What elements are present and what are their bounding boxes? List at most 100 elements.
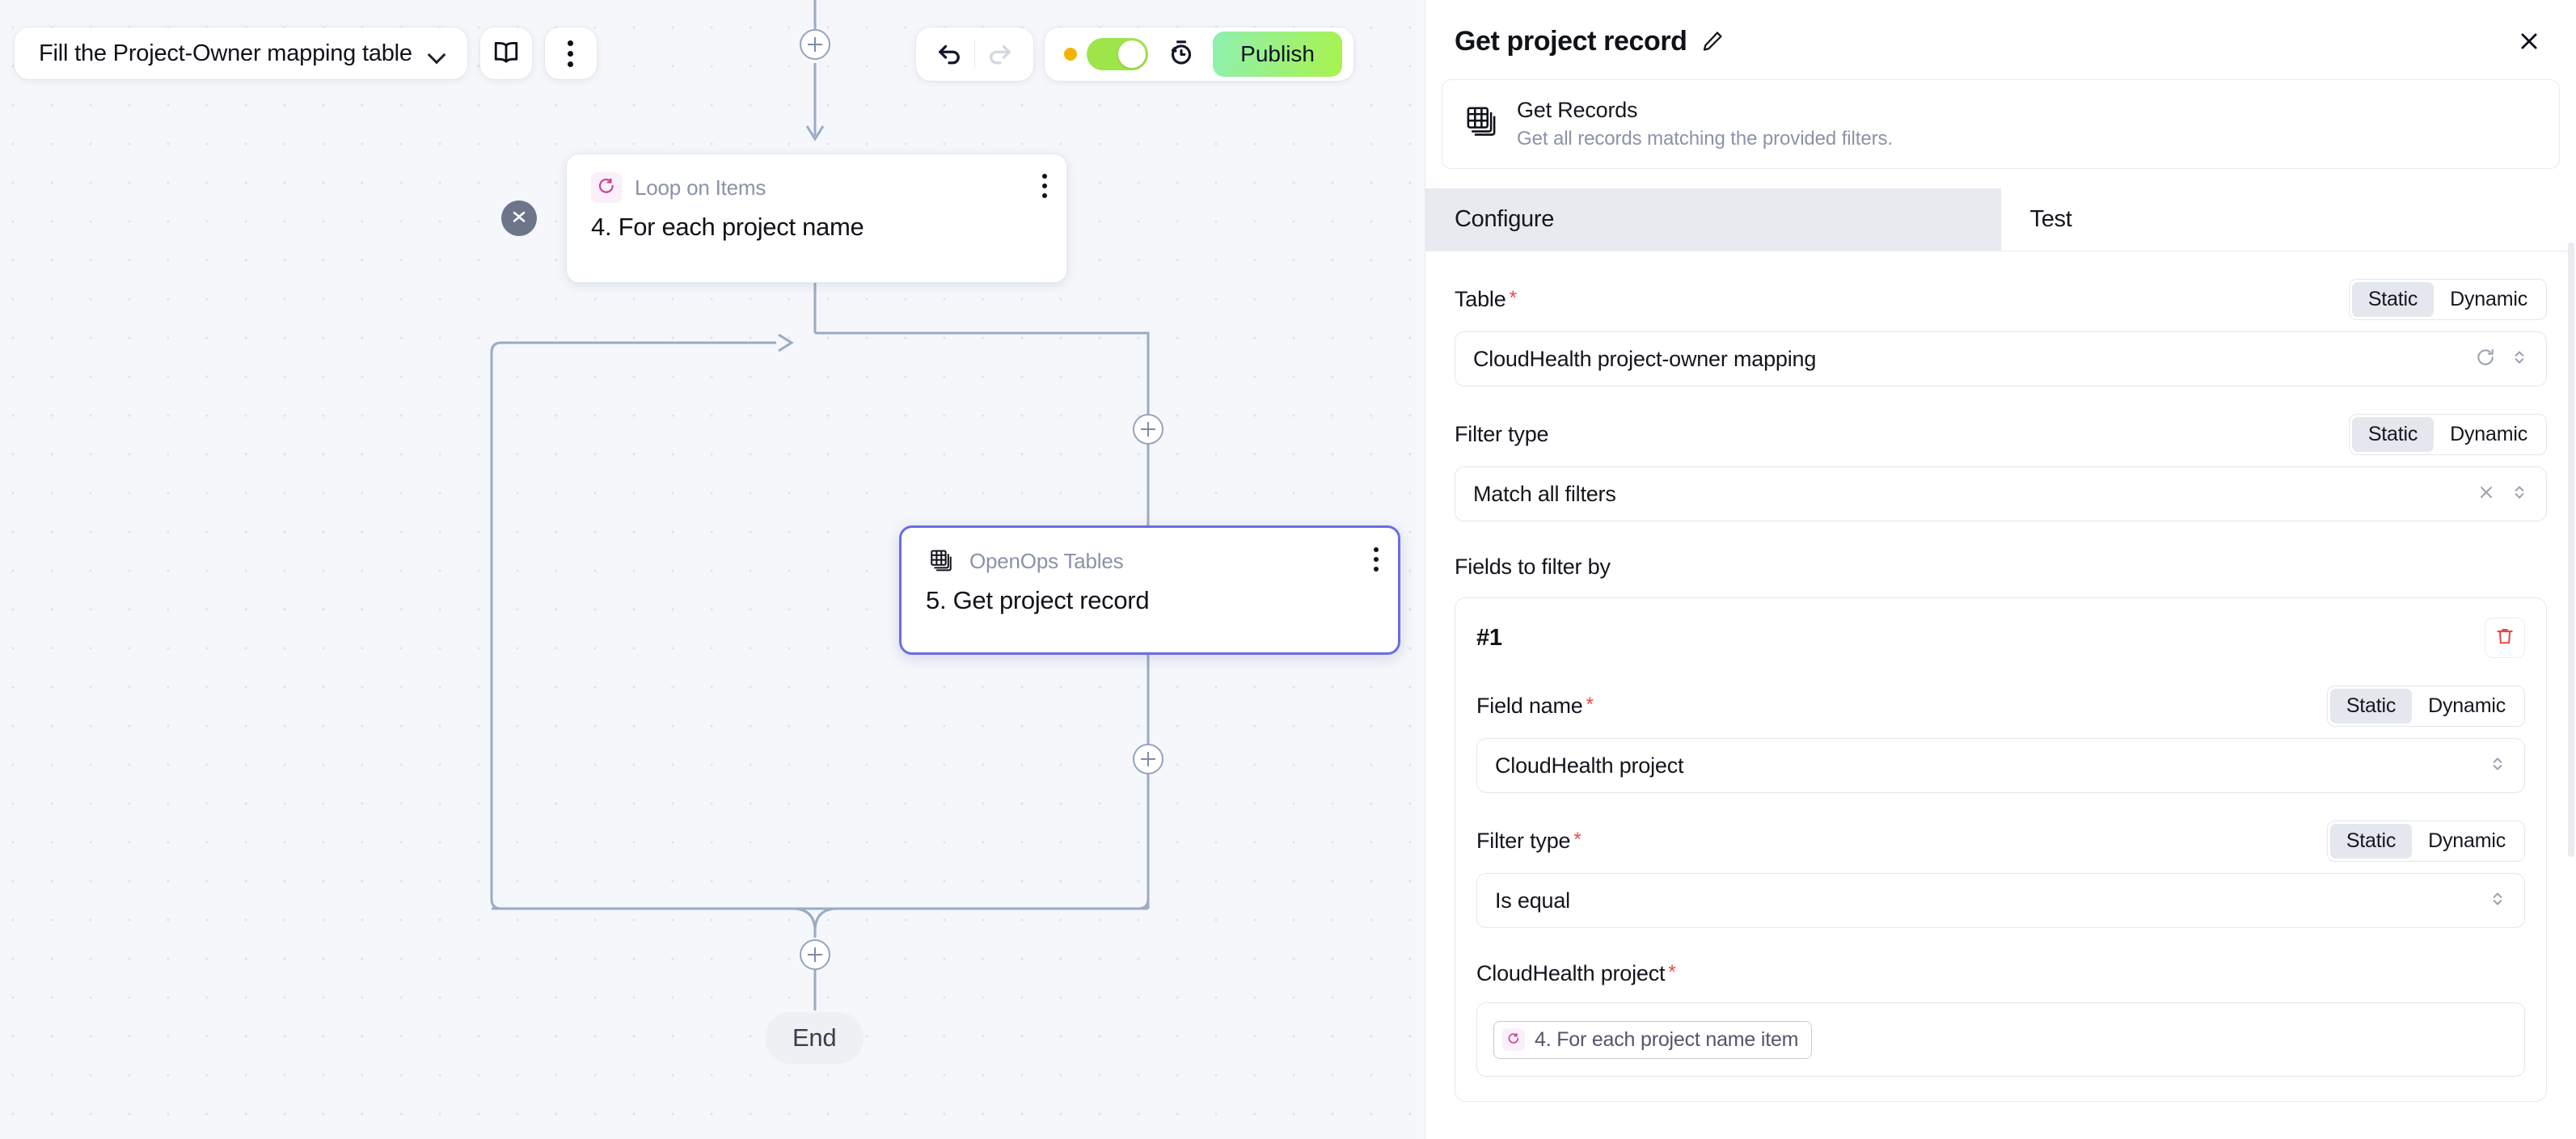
field-name-label-text: Field name xyxy=(1476,694,1583,718)
close-x-icon[interactable] xyxy=(2511,23,2547,59)
flow-status-group: Publish xyxy=(1045,27,1353,81)
undo-arrow-icon xyxy=(935,38,964,71)
piece-action-name: Get Records xyxy=(1517,98,1638,122)
panel-title: Get project record xyxy=(1455,25,1687,57)
inner-filter-type-mode-toggle: Static Dynamic xyxy=(2326,821,2525,862)
chevron-up-down-icon[interactable] xyxy=(2511,347,2528,372)
value-field-input[interactable]: 4. For each project name item xyxy=(1476,1002,2525,1077)
panel-header: Get project record xyxy=(1425,0,2576,61)
toolbar-divider xyxy=(974,40,976,68)
node-step-title: 4. For each project name xyxy=(591,213,864,241)
field-name-mode-dynamic[interactable]: Dynamic xyxy=(2428,694,2506,717)
piece-action-description: Get all records matching the provided fi… xyxy=(1517,128,1893,150)
flow-node-get-project-record[interactable]: OpenOps Tables 5. Get project record xyxy=(899,525,1400,655)
piece-summary-card: Get Records Get all records matching the… xyxy=(1442,79,2560,169)
filter-type-mode-dynamic[interactable]: Dynamic xyxy=(2450,423,2527,445)
chevron-up-down-icon[interactable] xyxy=(2511,482,2528,507)
flow-enabled-toggle[interactable] xyxy=(1087,38,1149,70)
tab-test[interactable]: Test xyxy=(2000,188,2576,251)
table-field-row: Table* Static Dynamic xyxy=(1455,279,2547,320)
add-step-button-before-get-record[interactable] xyxy=(1133,414,1163,445)
piece-summary-text: Get Records Get all records matching the… xyxy=(1517,98,1893,150)
tab-configure[interactable]: Configure xyxy=(1425,188,2001,251)
add-step-button-before-end[interactable] xyxy=(800,939,830,970)
value-field-row: CloudHealth project* xyxy=(1476,955,2525,991)
table-mode-static[interactable]: Static xyxy=(2351,282,2435,317)
tables-stack-icon xyxy=(1463,104,1499,144)
filter-type-adornments xyxy=(2477,482,2528,507)
loop-collapse-button[interactable] xyxy=(501,200,537,236)
chevron-up-down-icon[interactable] xyxy=(2489,753,2506,778)
panel-form-body: Table* Static Dynamic CloudHealth projec… xyxy=(1425,251,2576,1139)
field-name-select[interactable]: CloudHealth project xyxy=(1476,738,2525,793)
node-piece-name: Loop on Items xyxy=(635,175,766,200)
fields-to-filter-by-row: Fields to filter by xyxy=(1455,549,2547,584)
node-menu-button[interactable] xyxy=(1042,174,1047,203)
add-step-button-after-get-record[interactable] xyxy=(1133,744,1163,774)
node-header: Loop on Items xyxy=(591,172,1042,203)
inner-filter-type-value: Is equal xyxy=(1495,888,1570,913)
fields-to-filter-by-label: Fields to filter by xyxy=(1455,554,1611,579)
field-name-adornments xyxy=(2489,753,2506,778)
canvas-top-left-toolbar: Fill the Project-Owner mapping table xyxy=(15,27,597,79)
canvas-more-button[interactable] xyxy=(544,27,597,79)
table-select-adornments xyxy=(2475,347,2528,372)
clear-x-icon[interactable] xyxy=(2477,483,2496,506)
filter-entry-header: #1 xyxy=(1476,618,2525,658)
run-history-button[interactable] xyxy=(1156,29,1206,79)
node-header: OpenOps Tables xyxy=(926,546,1374,576)
loop-refresh-icon xyxy=(591,172,622,203)
add-step-button-top[interactable] xyxy=(800,29,830,60)
flow-node-loop[interactable]: Loop on Items 4. For each project name xyxy=(566,154,1067,283)
filter-type-mode-static[interactable]: Static xyxy=(2351,417,2435,452)
flow-canvas[interactable]: Fill the Project-Owner mapping table xyxy=(0,0,1425,1139)
flow-name-selector[interactable]: Fill the Project-Owner mapping table xyxy=(15,27,467,79)
inner-filter-type-mode-dynamic[interactable]: Dynamic xyxy=(2428,829,2506,852)
run-history-clock-icon xyxy=(1167,38,1196,71)
table-select[interactable]: CloudHealth project-owner mapping xyxy=(1455,331,2547,386)
refresh-icon[interactable] xyxy=(2475,347,2496,372)
field-name-mode-static[interactable]: Static xyxy=(2329,689,2413,723)
pencil-icon[interactable] xyxy=(1700,29,1725,53)
chevron-up-down-icon[interactable] xyxy=(2489,888,2506,913)
token-label: 4. For each project name item xyxy=(1535,1027,1799,1051)
step-settings-panel: Get project record xyxy=(1425,0,2576,1139)
flow-end-node: End xyxy=(765,1012,864,1064)
book-open-icon xyxy=(492,38,520,70)
undo-button[interactable] xyxy=(924,29,974,79)
canvas-top-right-toolbar: Publish xyxy=(916,27,1353,81)
panel-scrollbar[interactable] xyxy=(2568,243,2574,857)
inner-filter-type-label: Filter type* xyxy=(1476,829,1581,854)
dots-vertical-icon xyxy=(568,40,574,67)
redo-arrow-icon xyxy=(986,38,1015,71)
docs-button[interactable] xyxy=(479,27,532,79)
table-mode-toggle: Static Dynamic xyxy=(2348,279,2547,320)
dots-vertical-icon xyxy=(1042,174,1047,198)
inner-filter-type-label-text: Filter type xyxy=(1476,829,1571,853)
toggle-knob xyxy=(1118,40,1147,68)
node-piece-name: OpenOps Tables xyxy=(969,548,1124,573)
publish-button[interactable]: Publish xyxy=(1213,32,1342,77)
inner-filter-type-mode-static[interactable]: Static xyxy=(2329,824,2413,858)
table-label-text: Table xyxy=(1455,287,1506,311)
table-select-value: CloudHealth project-owner mapping xyxy=(1473,346,1817,371)
tables-stack-icon xyxy=(926,546,956,576)
table-mode-dynamic[interactable]: Dynamic xyxy=(2450,288,2527,310)
redo-button[interactable] xyxy=(975,29,1025,79)
filter-entry-number: #1 xyxy=(1476,624,1502,651)
node-menu-button[interactable] xyxy=(1374,547,1379,576)
required-asterisk: * xyxy=(1573,829,1581,850)
inner-filter-type-select[interactable]: Is equal xyxy=(1476,873,2525,928)
table-field-label: Table* xyxy=(1455,287,1517,312)
filter-type-label: Filter type xyxy=(1455,422,1549,446)
filter-type-select[interactable]: Match all filters xyxy=(1455,466,2547,521)
undo-redo-group xyxy=(916,27,1034,81)
step-reference-token[interactable]: 4. For each project name item xyxy=(1493,1020,1813,1059)
filter-type-mode-toggle: Static Dynamic xyxy=(2348,414,2547,455)
node-step-title: 5. Get project record xyxy=(926,586,1150,614)
delete-filter-button[interactable] xyxy=(2485,618,2525,658)
unsaved-status-dot xyxy=(1064,48,1078,61)
filter-type-value: Match all filters xyxy=(1473,481,1616,506)
field-name-row: Field name* Static Dynamic xyxy=(1476,686,2525,727)
